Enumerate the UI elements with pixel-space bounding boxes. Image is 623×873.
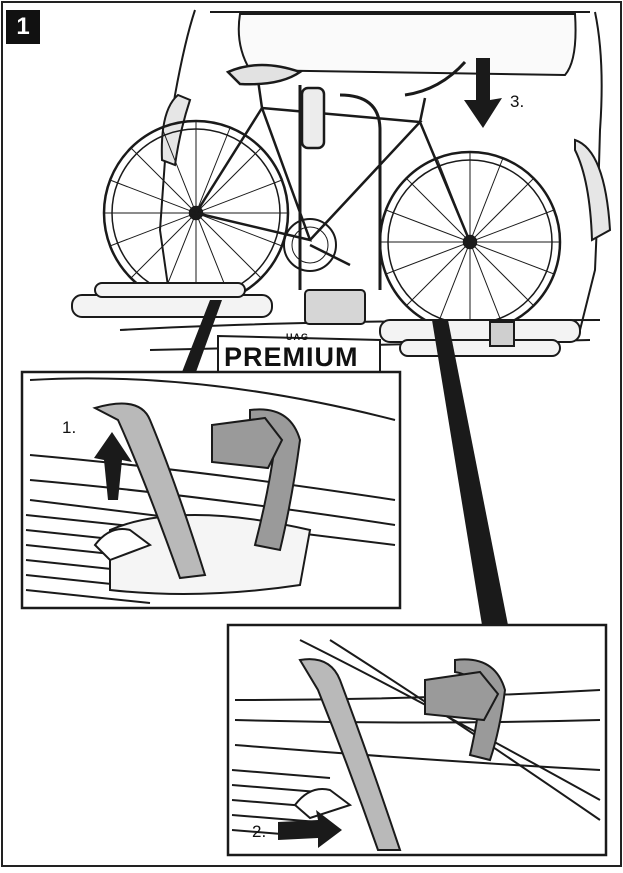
strap-right [298, 658, 402, 851]
step-number-badge: 1 [6, 10, 40, 44]
car-rear [119, 9, 612, 351]
arrow-up-icon [94, 432, 132, 500]
detail-box-left [20, 370, 402, 610]
arrow-right-icon [278, 810, 342, 848]
plate-brand-large: PREMIUM [224, 342, 359, 372]
carrier-rails [71, 282, 581, 357]
plate-brand-small: UAG [286, 332, 309, 342]
buckle-right [424, 670, 500, 722]
arrow-down-icon [464, 58, 502, 128]
detail-box-right [226, 623, 608, 857]
strap-left [92, 402, 207, 580]
pointer-right [432, 320, 508, 625]
callout-label-3: 3. [510, 92, 525, 111]
callout-label-1: 1. [62, 418, 77, 437]
buckle-left [211, 416, 284, 470]
callout-label-2: 2. [252, 822, 267, 841]
bicycle [102, 61, 562, 334]
callout-pointers [182, 300, 508, 625]
pointer-left [182, 300, 222, 372]
